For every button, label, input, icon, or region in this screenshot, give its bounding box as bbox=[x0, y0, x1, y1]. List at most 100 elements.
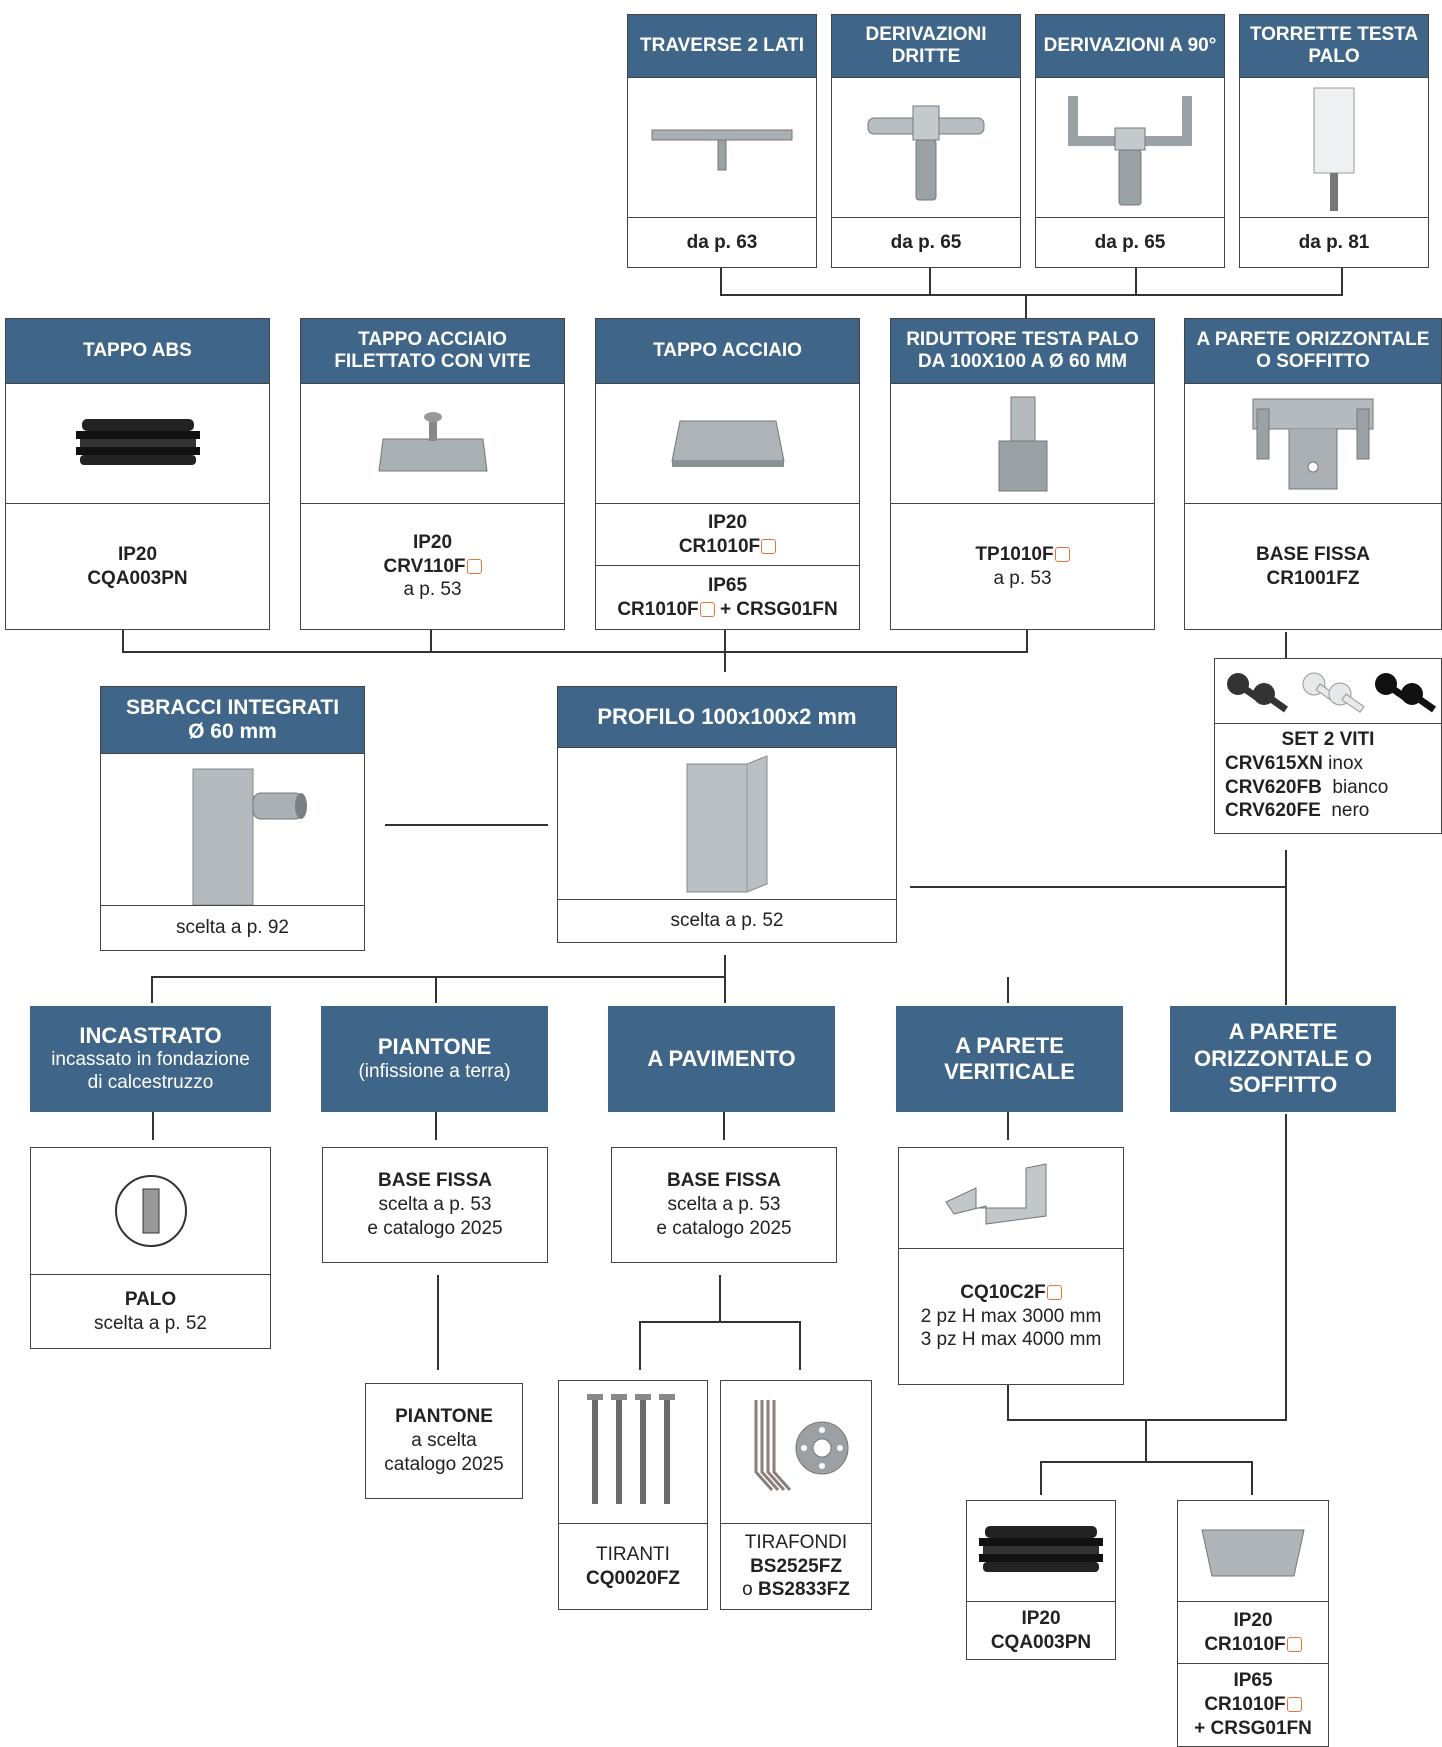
piantone-sub: a scelta bbox=[411, 1430, 477, 1452]
screw-code: CRV620FB bbox=[1225, 776, 1322, 798]
title-line: Ø 60 mm bbox=[188, 720, 277, 743]
install-parete-verticale[interactable]: A PARETE VERITICALE bbox=[896, 1006, 1123, 1112]
spec-line: 2 pz H max 3000 mm bbox=[920, 1305, 1102, 1327]
card-tappo-abs[interactable]: TAPPO ABS IP20 CQA003PN bbox=[5, 318, 270, 630]
palo-icon bbox=[31, 1148, 270, 1274]
torrette-image bbox=[1240, 77, 1428, 218]
install-title: SOFFITTO bbox=[1228, 1072, 1338, 1098]
card-text-ip65: IP65 CR1010F + CRSG01FN bbox=[1178, 1663, 1328, 1746]
card-set-viti[interactable]: SET 2 VITI CRV615XN inox CRV620FB bianco… bbox=[1214, 658, 1442, 834]
base-label: BASE FISSA bbox=[377, 1170, 493, 1192]
card-traverse[interactable]: TRAVERSE 2 LATI da p. 63 bbox=[627, 14, 817, 268]
card-derivazioni-dritte[interactable]: DERIVAZIONI DRITTE da p. 65 bbox=[831, 14, 1021, 268]
product-code: CR1010F bbox=[678, 536, 761, 557]
card-tappo-acciaio[interactable]: TAPPO ACCIAIO IP20 CR1010F IP65 CR1010F … bbox=[595, 318, 860, 630]
screws-image bbox=[1215, 659, 1441, 723]
card-staffa-verticale[interactable]: CQ10C2F 2 pz H max 3000 mm 3 pz H max 40… bbox=[898, 1147, 1124, 1385]
product-code: CR1001FZ bbox=[1266, 567, 1360, 589]
card-bottom-tappo-abs[interactable]: IP20 CQA003PN bbox=[966, 1500, 1116, 1660]
install-piantone[interactable]: PIANTONE (infissione a terra) bbox=[321, 1006, 548, 1112]
card-tirafondi[interactable]: TIRAFONDI BS2525FZ o BS2833FZ bbox=[720, 1380, 872, 1610]
card-text-ip20: IP20 CR1010F bbox=[596, 503, 859, 566]
page-ref: a p. 53 bbox=[403, 579, 462, 601]
color-option-icon bbox=[466, 558, 482, 574]
screws-title: SET 2 VITI bbox=[1281, 729, 1375, 750]
card-title: TRAVERSE 2 LATI bbox=[628, 15, 816, 77]
product-code: CR1010F bbox=[1204, 1634, 1286, 1655]
staffa-orizzontale-image bbox=[1185, 383, 1441, 504]
card-text: CQ10C2F 2 pz H max 3000 mm 3 pz H max 40… bbox=[899, 1248, 1123, 1384]
install-title: PIANTONE bbox=[377, 1034, 492, 1060]
tappo-acciaio-image bbox=[1178, 1501, 1328, 1601]
card-palo[interactable]: PALO scelta a p. 52 bbox=[30, 1147, 271, 1349]
card-torrette[interactable]: TORRETTE TESTA PALO da p. 81 bbox=[1239, 14, 1429, 268]
color-option-icon bbox=[699, 601, 715, 617]
tiranti-label: TIRANTI bbox=[596, 1543, 670, 1565]
install-title: A PAVIMENTO bbox=[647, 1045, 796, 1071]
product-code: CQ0020FZ bbox=[586, 1567, 680, 1589]
install-incastrato[interactable]: INCASTRATO incassato in fondazione di ca… bbox=[30, 1006, 271, 1112]
page-ref: scelta a p. 53 bbox=[667, 1194, 781, 1216]
install-title: INCASTRATO bbox=[79, 1023, 222, 1048]
screw-finish: bianco bbox=[1332, 776, 1389, 798]
tappo-abs-image bbox=[967, 1501, 1115, 1601]
ip-rating: IP65 bbox=[1233, 1670, 1273, 1692]
install-parete-orizzontale[interactable]: A PARETE ORIZZONTALE O SOFFITTO bbox=[1170, 1006, 1396, 1112]
card-text-ip20: IP20 CR1010F bbox=[1178, 1601, 1328, 1664]
card-text: TIRANTI CQ0020FZ bbox=[559, 1523, 707, 1609]
card-piantone[interactable]: PIANTONE a scelta catalogo 2025 bbox=[365, 1383, 523, 1499]
card-bottom-tappo-acciaio[interactable]: IP20 CR1010F IP65 CR1010F + CRSG01FN bbox=[1177, 1500, 1329, 1747]
card-title: PROFILO 100x100x2 mm bbox=[558, 687, 896, 747]
derivazioni-90-image bbox=[1036, 77, 1224, 218]
product-code: BS2833FZ bbox=[757, 1579, 850, 1601]
base-label: BASE FISSA bbox=[666, 1170, 782, 1192]
card-title: TAPPO ACCIAIO bbox=[596, 319, 859, 383]
card-text: BASE FISSA CR1001FZ bbox=[1185, 503, 1441, 629]
card-tappo-acciaio-filettato[interactable]: TAPPO ACCIAIO FILETTATO CON VITE IP20 CR… bbox=[300, 318, 565, 630]
card-title: A PARETE ORIZZONTALE O SOFFITTO bbox=[1185, 319, 1441, 383]
card-title: TORRETTE TESTA PALO bbox=[1240, 15, 1428, 77]
piantone-label: PIANTONE bbox=[395, 1406, 493, 1428]
card-text: IP20 CQA003PN bbox=[967, 1601, 1115, 1659]
tirafondi-image bbox=[721, 1381, 871, 1523]
card-ref: scelta a p. 92 bbox=[101, 905, 364, 950]
tappo-abs-image bbox=[6, 383, 269, 504]
page-ref: scelta a p. 53 bbox=[378, 1194, 492, 1216]
tappo-acciaio-image bbox=[596, 383, 859, 504]
install-sub: di calcestruzzo bbox=[87, 1072, 214, 1094]
card-sbracci[interactable]: SBRACCI INTEGRATI Ø 60 mm scelta a p. 92 bbox=[100, 686, 365, 951]
product-code: CRV110F bbox=[383, 555, 466, 577]
install-title: VERITICALE bbox=[944, 1059, 1075, 1084]
product-code-addon: + CRSG01FN bbox=[719, 598, 838, 620]
product-code: CR1010F bbox=[617, 598, 699, 620]
product-code: CR1010F bbox=[1204, 1694, 1286, 1716]
color-option-icon bbox=[1286, 1637, 1302, 1652]
card-ref: da p. 63 bbox=[628, 217, 816, 267]
screw-code: CRV620FE bbox=[1225, 800, 1321, 822]
base-label: BASE FISSA bbox=[1255, 543, 1371, 565]
install-sub: (infissione a terra) bbox=[358, 1060, 511, 1082]
tiranti-image bbox=[559, 1381, 707, 1523]
product-code: TP1010F bbox=[975, 543, 1054, 565]
page-ref: a p. 53 bbox=[993, 567, 1052, 589]
ip-rating: IP20 bbox=[117, 543, 158, 565]
product-code: CQ10C2F bbox=[960, 1281, 1046, 1303]
connector-word: o bbox=[742, 1579, 758, 1601]
palo-label: PALO bbox=[124, 1288, 177, 1310]
card-base-fissa-piantone[interactable]: BASE FISSA scelta a p. 53 e catalogo 202… bbox=[322, 1147, 548, 1263]
product-code: CQA003PN bbox=[990, 1631, 1092, 1653]
card-parete-orizzontale[interactable]: A PARETE ORIZZONTALE O SOFFITTO BASE FIS… bbox=[1184, 318, 1442, 630]
card-ref: da p. 65 bbox=[1036, 217, 1224, 267]
card-text: IP20 CRV110F a p. 53 bbox=[301, 503, 564, 629]
card-title: SBRACCI INTEGRATI Ø 60 mm bbox=[101, 687, 364, 753]
card-riduttore[interactable]: RIDUTTORE TESTA PALO DA 100X100 A Ø 60 M… bbox=[890, 318, 1155, 630]
catalog-ref: e catalogo 2025 bbox=[656, 1217, 792, 1239]
card-ref: scelta a p. 52 bbox=[558, 899, 896, 942]
card-tiranti[interactable]: TIRANTI CQ0020FZ bbox=[558, 1380, 708, 1610]
page-ref: scelta a p. 52 bbox=[93, 1312, 208, 1334]
card-profilo[interactable]: PROFILO 100x100x2 mm scelta a p. 52 bbox=[557, 686, 897, 943]
install-pavimento[interactable]: A PAVIMENTO bbox=[608, 1006, 835, 1112]
spec-line: 3 pz H max 4000 mm bbox=[920, 1329, 1102, 1351]
card-derivazioni-90[interactable]: DERIVAZIONI A 90° da p. 65 bbox=[1035, 14, 1225, 268]
card-base-fissa-pavimento[interactable]: BASE FISSA scelta a p. 53 e catalogo 202… bbox=[611, 1147, 837, 1263]
